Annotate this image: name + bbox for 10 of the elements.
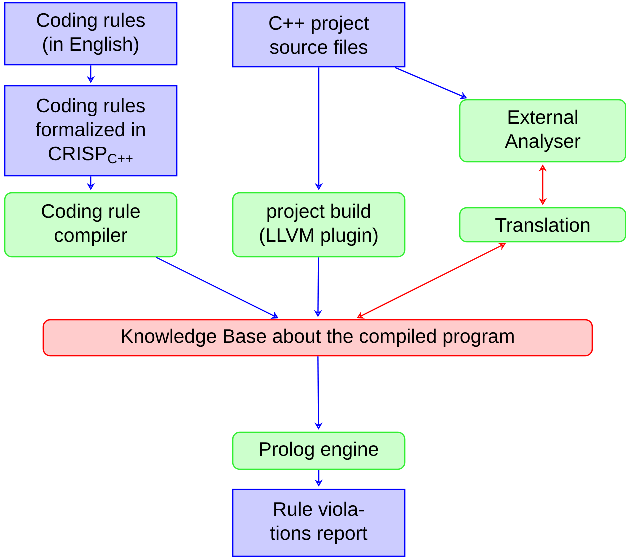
process-box: Knowledge Base about the compiled program (42, 319, 594, 357)
process-box: Coding rule compiler (4, 192, 178, 258)
process-box: C++ project source files (232, 2, 406, 68)
process-box: Coding rules (in English) (4, 2, 178, 66)
process-box: External Analyser (459, 99, 626, 163)
process-box: Coding rules formalized in CRISP$_{C++}$ (4, 85, 178, 177)
process-box: Rule viola- tions report (232, 488, 406, 557)
process-box: project build (LLVM plugin) (232, 192, 406, 258)
process-box: Translation (459, 207, 626, 243)
process-box: Prolog engine (232, 432, 406, 470)
